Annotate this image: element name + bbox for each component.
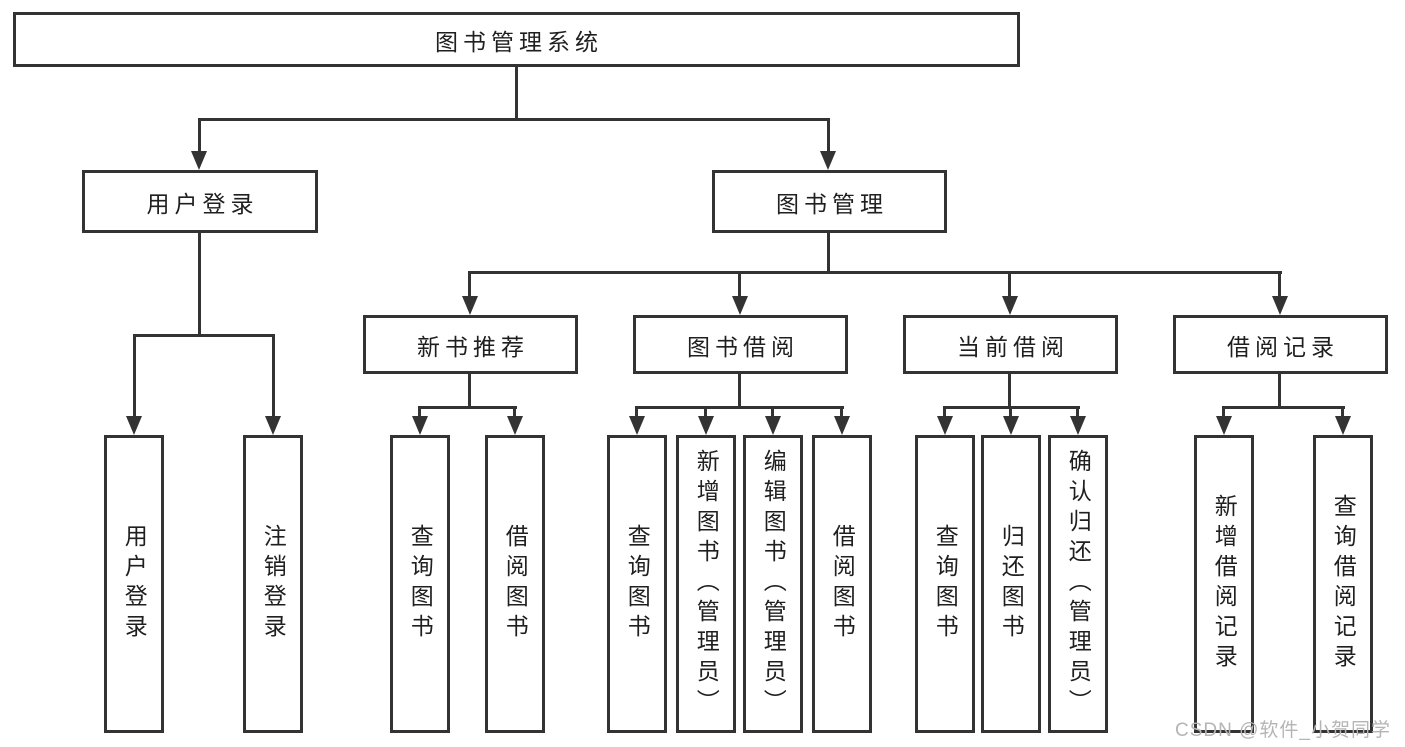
node-book-borrowing: 图书借阅 (633, 315, 848, 374)
connector-current-branch-2 (1009, 406, 1012, 420)
connector-mgmt-branch-4 (1278, 271, 1281, 299)
connector-current-branch-3 (1076, 406, 1079, 420)
arrowhead-icon (834, 416, 850, 435)
leaf-borrowing-query-books-label: 查询图书 (624, 524, 651, 644)
connector-borrowing-crossbar (635, 406, 844, 409)
node-book-management: 图书管理 (712, 170, 947, 233)
arrowhead-icon (732, 296, 748, 315)
arrowhead-icon (1070, 416, 1086, 435)
arrowhead-icon (191, 151, 207, 170)
leaf-current-confirm-return-admin: 确认归还（管理员） (1048, 435, 1108, 733)
node-library-system-label: 图书管理系统 (435, 28, 603, 55)
connector-records-crossbar (1222, 406, 1345, 409)
connector-mgmt-branch-3 (1008, 271, 1011, 299)
arrowhead-icon (1003, 416, 1019, 435)
leaf-user-login: 用户登录 (104, 435, 164, 733)
leaf-records-query-record-label: 查询借阅记录 (1330, 494, 1357, 674)
leaf-newbook-query-books-label: 查询图书 (407, 524, 434, 644)
leaf-newbook-borrow-books: 借阅图书 (485, 435, 545, 733)
arrowhead-icon (1216, 416, 1232, 435)
connector-login-stem (198, 233, 201, 337)
leaf-borrowing-add-books-admin: 新增图书（管理员） (676, 435, 736, 733)
node-book-management-label: 图书管理 (776, 190, 888, 217)
connector-mgmt-branch-2 (738, 271, 741, 299)
arrowhead-icon (698, 416, 714, 435)
connector-mgmt-stem (827, 233, 830, 274)
node-new-book-recommend: 新书推荐 (363, 315, 578, 374)
connector-mgmt-branch-1 (468, 271, 471, 299)
arrowhead-icon (412, 416, 428, 435)
leaf-newbook-query-books: 查询图书 (390, 435, 450, 733)
leaf-current-confirm-return-admin-label: 确认归还（管理员） (1065, 449, 1092, 719)
node-book-borrowing-label: 图书借阅 (687, 333, 799, 360)
connector-borrowing-stem (738, 374, 741, 409)
connector-newbook-crossbar (418, 406, 517, 409)
leaf-borrowing-add-books-admin-label: 新增图书（管理员） (693, 449, 720, 719)
arrowhead-icon (820, 151, 836, 170)
leaf-current-query-books-label: 查询图书 (932, 524, 959, 644)
node-user-login: 用户登录 (82, 170, 318, 233)
arrowhead-icon (265, 416, 281, 435)
arrowhead-icon (765, 416, 781, 435)
leaf-borrowing-borrow-books: 借阅图书 (812, 435, 872, 733)
connector-root-branch-right (827, 118, 830, 155)
leaf-user-login-label: 用户登录 (121, 524, 148, 644)
leaf-records-query-record: 查询借阅记录 (1313, 435, 1373, 733)
leaf-current-query-books: 查询图书 (915, 435, 975, 733)
connector-root-branch-left (198, 118, 201, 155)
node-new-book-recommend-label: 新书推荐 (417, 333, 529, 360)
node-current-borrowing: 当前借阅 (903, 315, 1118, 374)
leaf-current-return-books-label: 归还图书 (998, 524, 1025, 644)
arrowhead-icon (1002, 296, 1018, 315)
connector-borrowing-branch-3 (771, 406, 774, 420)
connector-records-branch-1 (1222, 406, 1225, 420)
node-borrow-records: 借阅记录 (1173, 315, 1388, 374)
connector-newbook-branch-2 (513, 406, 516, 420)
arrowhead-icon (629, 416, 645, 435)
connector-records-branch-2 (1341, 406, 1344, 420)
leaf-records-add-record-label: 新增借阅记录 (1211, 494, 1238, 674)
leaf-logout-label: 注销登录 (260, 524, 287, 644)
arrowhead-icon (937, 416, 953, 435)
connector-records-stem (1278, 374, 1281, 409)
connector-borrowing-branch-2 (704, 406, 707, 420)
connector-newbook-branch-1 (418, 406, 421, 420)
node-user-login-label: 用户登录 (146, 190, 259, 217)
node-borrow-records-label: 借阅记录 (1227, 333, 1339, 360)
node-current-borrowing-label: 当前借阅 (957, 333, 1069, 360)
arrowhead-icon (507, 416, 523, 435)
connector-current-branch-1 (943, 406, 946, 420)
connector-newbook-stem (468, 374, 471, 409)
leaf-newbook-borrow-books-label: 借阅图书 (502, 524, 529, 644)
leaf-borrowing-borrow-books-label: 借阅图书 (829, 524, 856, 644)
connector-login-branch-2 (272, 334, 275, 419)
leaf-borrowing-edit-books-admin: 编辑图书（管理员） (743, 435, 803, 733)
connector-mgmt-crossbar (468, 271, 1282, 274)
leaf-logout: 注销登录 (243, 435, 303, 733)
connector-root-stem (515, 67, 518, 120)
connector-borrowing-branch-1 (635, 406, 638, 420)
arrowhead-icon (1335, 416, 1351, 435)
arrowhead-icon (1272, 296, 1288, 315)
leaf-borrowing-query-books: 查询图书 (607, 435, 667, 733)
leaf-borrowing-edit-books-admin-label: 编辑图书（管理员） (760, 449, 787, 719)
arrowhead-icon (126, 416, 142, 435)
connector-borrowing-branch-4 (840, 406, 843, 420)
leaf-current-return-books: 归还图书 (981, 435, 1041, 733)
connector-root-crossbar (198, 118, 830, 121)
connector-current-stem (1008, 374, 1011, 409)
arrowhead-icon (462, 296, 478, 315)
node-library-system: 图书管理系统 (13, 12, 1020, 67)
connector-login-branch-1 (133, 334, 136, 419)
leaf-records-add-record: 新增借阅记录 (1194, 435, 1254, 733)
connector-login-crossbar (133, 334, 275, 337)
csdn-watermark: CSDN @软件_小贺同学 (1175, 720, 1391, 741)
